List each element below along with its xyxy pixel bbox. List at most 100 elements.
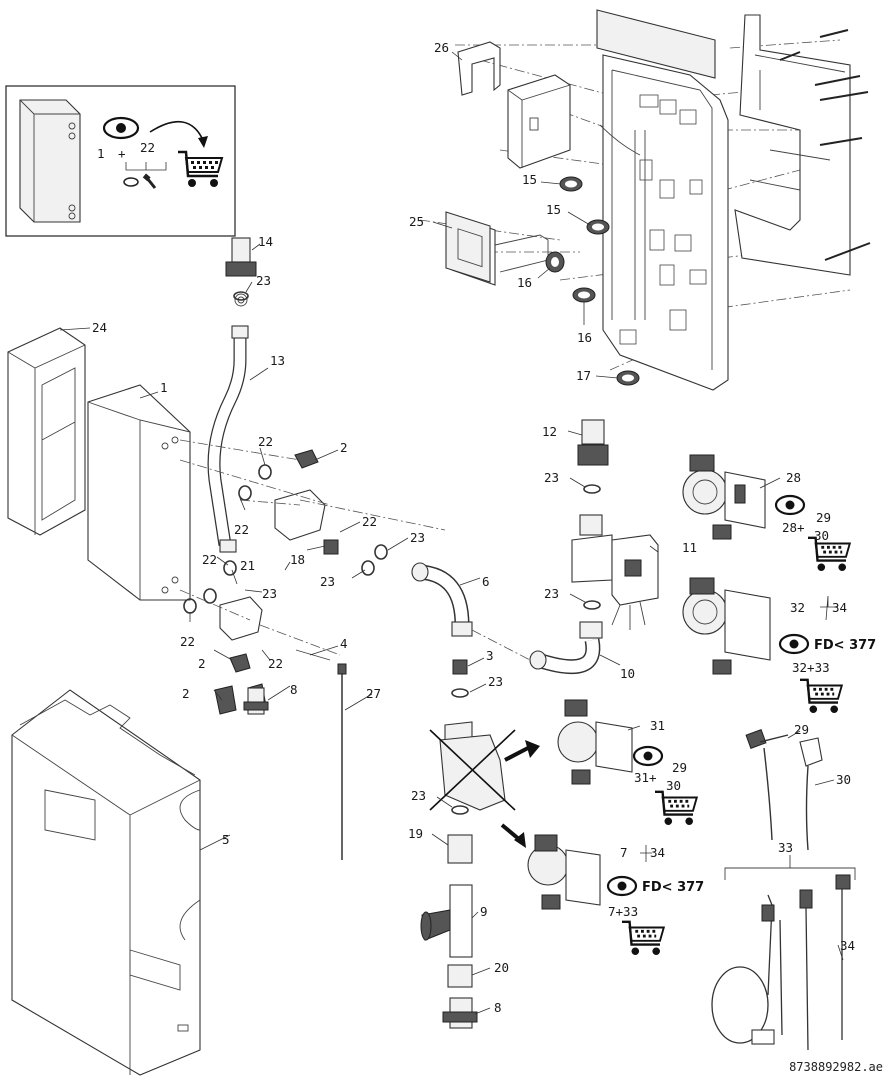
shopping-cart-icon-28 — [808, 536, 852, 572]
cable-30 — [799, 737, 823, 851]
label-17: 17 — [576, 368, 591, 383]
shopping-cart-icon-32 — [800, 678, 844, 714]
label-23e: 23 — [488, 674, 503, 689]
pump-11 — [571, 514, 659, 630]
clip-15b — [586, 219, 610, 235]
eye-icon — [102, 116, 140, 140]
note-32-fd: FD< 377 — [814, 638, 876, 653]
note-28-29: 29 — [816, 510, 831, 525]
cable-set-33 — [711, 855, 856, 1051]
label-4: 4 — [340, 636, 348, 651]
fitting-8-left — [243, 687, 269, 715]
kit-box: 1 + 22 — [5, 85, 236, 237]
clip-16a — [545, 251, 565, 273]
cable-29 — [745, 729, 789, 841]
label-22d: 22 — [202, 552, 217, 567]
mounting-frame-assembly — [419, 9, 871, 391]
label-28: 28 — [786, 470, 801, 485]
clip-17 — [616, 370, 640, 386]
note-32-kit: 32+33 — [792, 660, 830, 675]
display-unit — [445, 211, 496, 286]
label-23f: 23 — [544, 470, 559, 485]
label-11: 11 — [682, 540, 697, 555]
label-29: 29 — [794, 722, 809, 737]
o-ring-icon — [123, 177, 139, 187]
label-23c: 23 — [320, 574, 335, 589]
eye-icon-31 — [632, 745, 664, 767]
label-24: 24 — [92, 320, 107, 335]
insulation-cover-24 — [7, 327, 86, 536]
pump-casing-5 — [11, 689, 201, 1076]
label-9: 9 — [480, 904, 488, 919]
label-14: 14 — [258, 234, 273, 249]
fitting-8-bottom — [442, 997, 478, 1029]
label-7: 7 — [620, 845, 628, 860]
pipe-13 — [207, 325, 249, 553]
label-31: 31 — [650, 718, 665, 733]
label-3: 3 — [486, 648, 494, 663]
label-6: 6 — [482, 574, 490, 589]
label-22b: 22 — [234, 522, 249, 537]
label-34b: 34 — [650, 845, 665, 860]
label-8b: 8 — [494, 1000, 502, 1015]
clip-16b — [572, 287, 596, 303]
part-labels: 26 25 15 15 16 16 17 14 23 13 24 1 2 22 … — [92, 40, 855, 1015]
label-12: 12 — [542, 424, 557, 439]
label-15b: 15 — [546, 202, 561, 217]
label-20: 20 — [494, 960, 509, 975]
label-8a: 8 — [290, 682, 298, 697]
pump-28 — [682, 454, 766, 540]
label-23b: 23 — [410, 530, 425, 545]
note-28-30: 30 — [814, 528, 829, 543]
eye-icon-28 — [774, 494, 806, 516]
label-23h: 23 — [411, 788, 426, 803]
label-16a: 16 — [517, 275, 532, 290]
pump-7 — [527, 834, 601, 910]
note-7-fd: FD< 377 — [642, 880, 704, 895]
leader-lines — [59, 51, 844, 1015]
label-33: 33 — [778, 840, 793, 855]
label-34c: 34 — [840, 938, 855, 953]
label-2c: 2 — [182, 686, 190, 701]
label-10: 10 — [620, 666, 635, 681]
label-34a: 34 — [832, 600, 847, 615]
arrow-down-icon — [500, 823, 522, 842]
label-25: 25 — [409, 214, 424, 229]
note-31-kit: 31+ — [634, 770, 657, 785]
shopping-cart-icon-7 — [622, 920, 666, 956]
fitting-20 — [447, 964, 473, 988]
shopping-cart-icon-31 — [655, 790, 699, 826]
label-18: 18 — [290, 552, 305, 567]
label-2b: 2 — [198, 656, 206, 671]
pipe-6 — [411, 562, 473, 637]
control-module — [507, 74, 571, 169]
label-23d: 23 — [262, 586, 277, 601]
note-7-kit: 7+33 — [608, 904, 638, 919]
label-21: 21 — [240, 558, 255, 573]
label-1: 1 — [160, 380, 168, 395]
screw-icon — [142, 173, 157, 189]
screws-right — [779, 29, 871, 261]
kit-heat-exchanger — [19, 99, 81, 223]
eye-icon-7 — [606, 875, 638, 897]
label-23g: 23 — [544, 586, 559, 601]
kit-label-1: 1 — [97, 146, 105, 161]
label-23a: 23 — [256, 273, 271, 288]
fitting-12 — [577, 419, 609, 494]
old-pump-crossed — [429, 721, 516, 811]
label-27: 27 — [366, 686, 381, 701]
fitting-14 — [225, 237, 257, 307]
pipe-10 — [529, 621, 603, 675]
kit-plus: + — [118, 146, 126, 161]
kit-label-22: 22 — [140, 140, 155, 155]
label-22c: 22 — [362, 514, 377, 529]
label-16b: 16 — [577, 330, 592, 345]
shopping-cart-icon — [178, 150, 224, 187]
heat-exchanger-1 — [87, 384, 191, 601]
note-31-30: 30 — [666, 778, 681, 793]
label-13: 13 — [270, 353, 285, 368]
label-30: 30 — [836, 772, 851, 787]
note-28-plus: 28+ — [782, 520, 805, 535]
arrow-icon — [149, 120, 204, 141]
